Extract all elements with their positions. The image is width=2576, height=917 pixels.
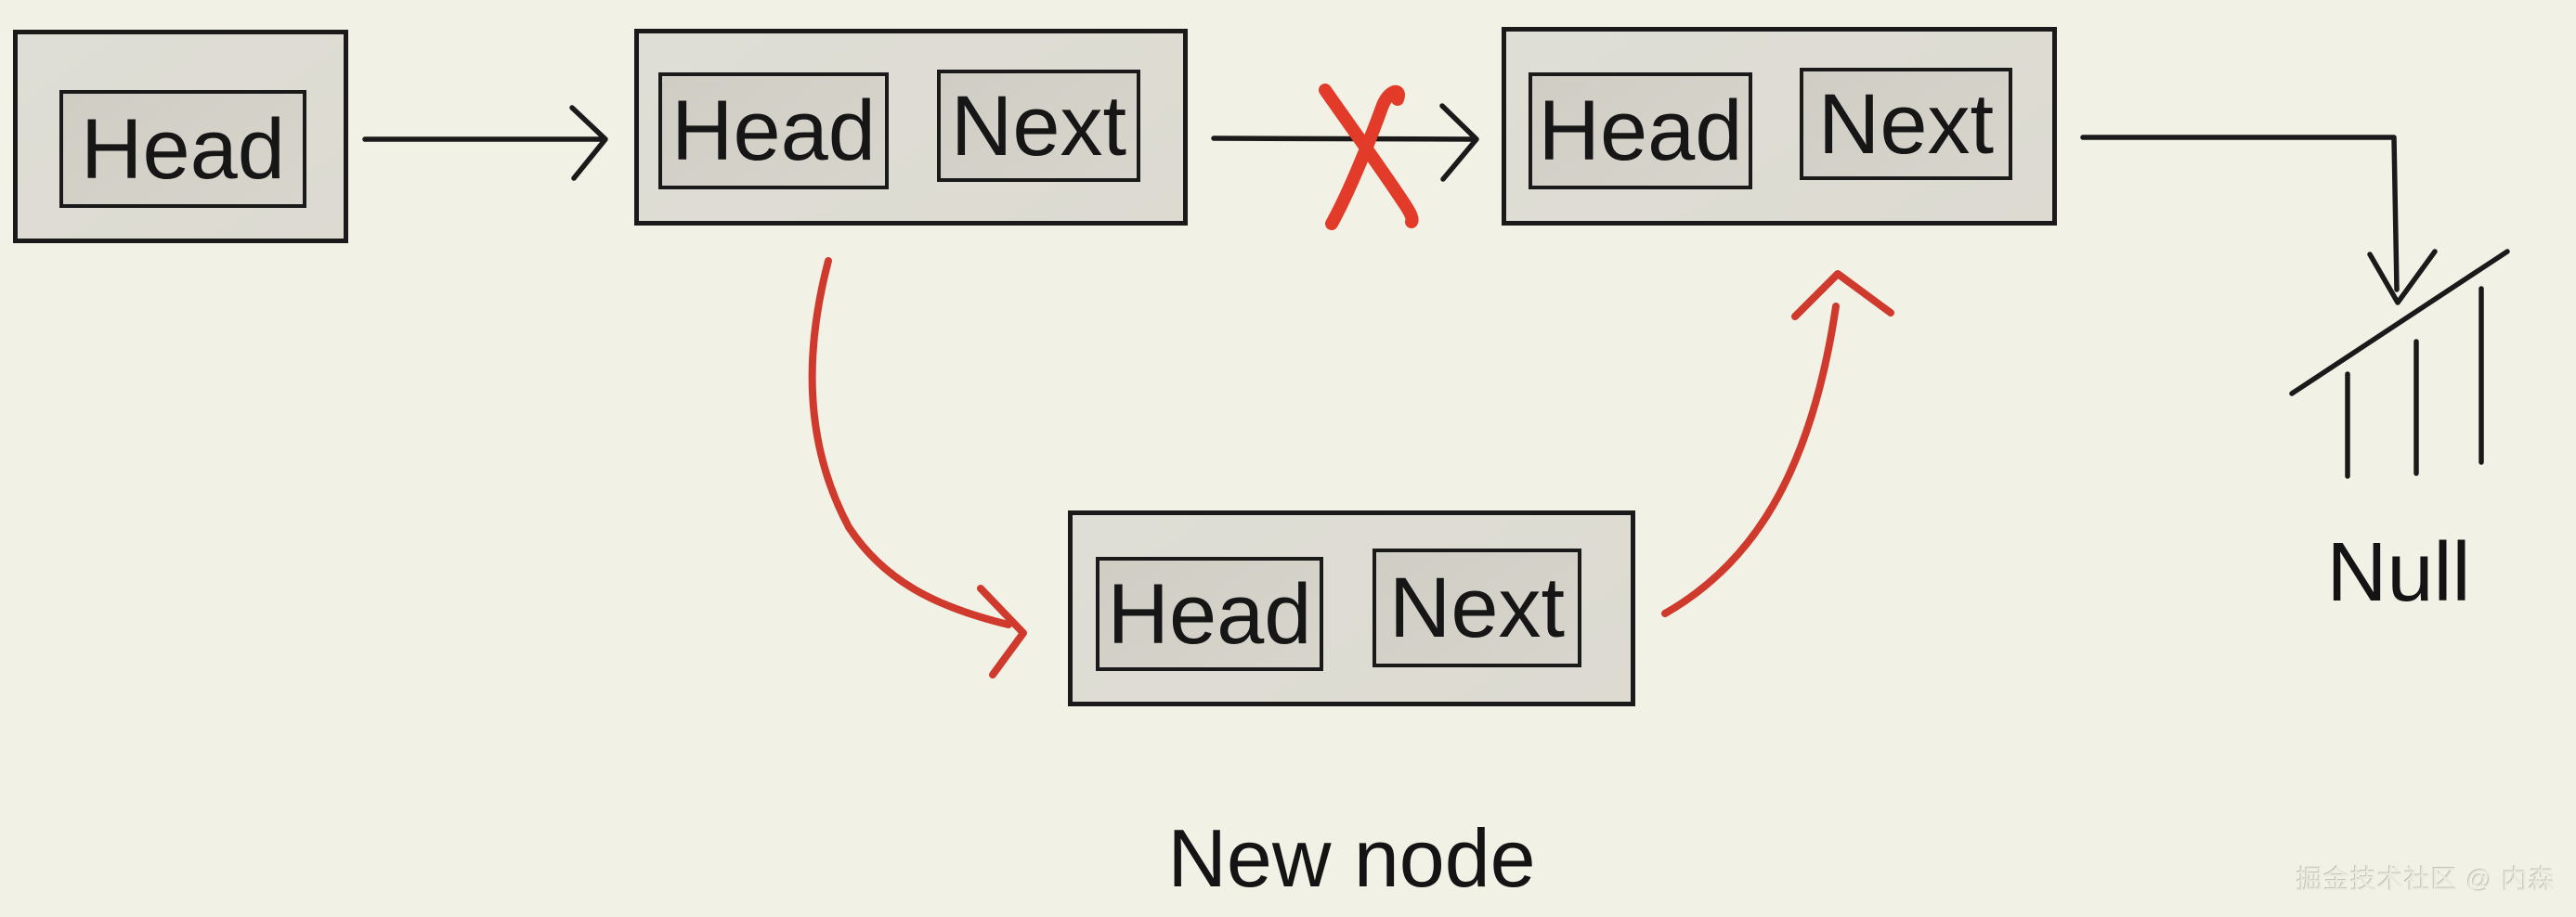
new-node-caption: New node [1167,812,1536,904]
new-node-box: Head Next [1068,510,1635,706]
node1-next-label: Next [950,78,1127,174]
node2-head-label: Head [1538,84,1743,178]
node2-head-cell: Head [1529,72,1752,189]
null-symbol-icon [2289,249,2510,479]
arrow-node1-to-node2-head-icon [1439,103,1479,182]
head-pointer-box: Head [13,30,348,243]
red-arrow-node1-to-newnode-head-icon [977,585,1027,678]
new-node-next-label: Next [1388,561,1566,655]
arrow-node2-to-null-head-icon [2367,249,2438,305]
null-slash [2289,249,2510,396]
null-label: Null [2326,526,2471,619]
new-node-head-label: Head [1107,566,1312,662]
red-arrow-node1-to-newnode-line [808,257,1012,628]
node2-box: Head Next [1502,27,2057,226]
red-cross-stroke-2 [1325,84,1405,230]
arrow-node1-to-node2-line [1211,136,1476,142]
head-pointer-label: Head [81,101,285,197]
watermark: 掘金技术社区 @ 内森 [2296,865,2556,894]
node1-box: Head Next [634,29,1188,226]
arrow-headptr-to-node1-head-icon [569,105,608,181]
red-cross-stroke-1 [1319,84,1419,228]
arrow-node2-to-null-line [2080,135,2400,292]
red-cross-icon [1319,84,1419,230]
red-arrow-newnode-to-node2-line [1661,303,1840,617]
new-node-next-cell: Next [1373,549,1581,667]
node2-next-label: Next [1817,76,1995,172]
node2-next-cell: Next [1800,68,2012,180]
new-node-head-cell: Head [1096,557,1323,671]
head-pointer-cell: Head [59,90,306,208]
node1-head-cell: Head [658,72,889,189]
node1-head-label: Head [671,84,876,178]
red-arrow-newnode-to-node2-head-icon [1791,270,1894,320]
node1-next-cell: Next [937,70,1140,182]
